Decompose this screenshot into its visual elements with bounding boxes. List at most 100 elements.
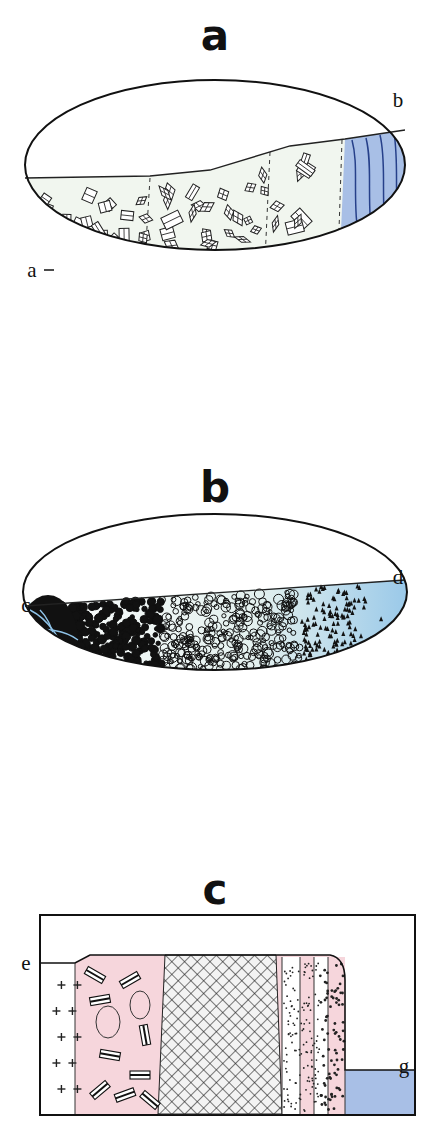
grain bbox=[42, 659, 48, 665]
cleavage bbox=[219, 190, 227, 199]
grain bbox=[33, 626, 38, 631]
grain bbox=[316, 1047, 318, 1049]
grain bbox=[80, 605, 84, 609]
crystal-face bbox=[249, 224, 262, 236]
grain bbox=[288, 1101, 290, 1103]
crystal-face bbox=[258, 184, 272, 199]
cleavage bbox=[84, 193, 94, 198]
grain bbox=[362, 596, 366, 601]
grain bbox=[48, 646, 56, 654]
grain bbox=[284, 971, 286, 973]
cleavage bbox=[161, 188, 170, 197]
cleavage bbox=[141, 247, 148, 256]
grain bbox=[325, 1016, 328, 1019]
grain bbox=[63, 646, 68, 651]
cleavage bbox=[71, 232, 87, 237]
grain bbox=[323, 969, 326, 972]
grain bbox=[349, 641, 353, 646]
cleavage bbox=[304, 154, 307, 163]
grain bbox=[35, 635, 40, 640]
grain bbox=[171, 603, 176, 608]
grain bbox=[283, 1106, 285, 1108]
grain bbox=[313, 1083, 315, 1085]
grain bbox=[290, 1015, 292, 1017]
crystal bbox=[139, 1024, 150, 1045]
grain bbox=[339, 1088, 342, 1091]
grain bbox=[316, 632, 320, 637]
grain bbox=[305, 966, 307, 968]
grain bbox=[294, 990, 296, 992]
crystal-face bbox=[40, 244, 52, 263]
xenolith bbox=[96, 1006, 120, 1038]
grain bbox=[91, 662, 100, 671]
grain bbox=[30, 649, 38, 657]
grain bbox=[309, 662, 313, 667]
grain bbox=[68, 652, 78, 662]
cleavage bbox=[46, 227, 50, 237]
crystal-face bbox=[98, 200, 112, 213]
cleavage bbox=[245, 217, 251, 223]
grain bbox=[47, 658, 55, 666]
grain bbox=[34, 633, 42, 641]
cleavage bbox=[142, 215, 150, 221]
grain bbox=[296, 1018, 298, 1020]
crystal bbox=[99, 1049, 120, 1060]
grain bbox=[286, 995, 288, 997]
grain bbox=[199, 651, 205, 657]
grain bbox=[31, 665, 39, 673]
cleavage bbox=[139, 234, 147, 242]
grain bbox=[314, 1043, 316, 1045]
crystal-face bbox=[130, 1071, 150, 1079]
grain bbox=[153, 615, 163, 625]
grain bbox=[55, 644, 64, 653]
cleavage bbox=[295, 217, 302, 226]
grain bbox=[287, 978, 289, 980]
grain bbox=[86, 655, 94, 663]
grain bbox=[43, 642, 51, 650]
grain bbox=[28, 648, 38, 658]
grain bbox=[132, 649, 140, 657]
layer bbox=[314, 957, 328, 1114]
grain bbox=[239, 654, 243, 658]
twin-band bbox=[90, 997, 110, 1002]
grain bbox=[321, 1028, 324, 1031]
grain bbox=[36, 628, 46, 638]
grain bbox=[28, 642, 34, 648]
grain bbox=[288, 598, 296, 606]
layer bbox=[300, 957, 314, 1114]
grain bbox=[28, 656, 37, 665]
grain bbox=[268, 610, 272, 614]
grain bbox=[289, 970, 291, 972]
grain bbox=[31, 666, 39, 674]
grain bbox=[286, 1071, 288, 1073]
grain bbox=[186, 624, 193, 631]
grain bbox=[32, 627, 39, 634]
cleavage bbox=[273, 219, 278, 228]
cleavage bbox=[233, 213, 242, 223]
grain bbox=[306, 1041, 308, 1043]
twin-band bbox=[92, 1083, 109, 1097]
grain bbox=[317, 1071, 319, 1073]
grain bbox=[345, 601, 349, 606]
granite-cross bbox=[77, 981, 78, 989]
grain bbox=[298, 971, 300, 973]
grain bbox=[333, 1107, 336, 1110]
grain bbox=[323, 1039, 326, 1042]
grain bbox=[53, 639, 60, 646]
grain bbox=[322, 647, 326, 652]
grain bbox=[27, 662, 33, 668]
grain bbox=[28, 631, 36, 639]
cleavage bbox=[121, 215, 133, 216]
grain bbox=[27, 641, 34, 648]
grain bbox=[306, 965, 308, 967]
grain bbox=[192, 595, 198, 601]
grain bbox=[249, 599, 255, 605]
crystal bbox=[104, 240, 119, 253]
grain bbox=[140, 667, 146, 673]
grain bbox=[326, 990, 329, 993]
grain bbox=[43, 656, 49, 662]
grain bbox=[346, 613, 350, 618]
grain bbox=[341, 1058, 344, 1061]
grain bbox=[284, 981, 286, 983]
